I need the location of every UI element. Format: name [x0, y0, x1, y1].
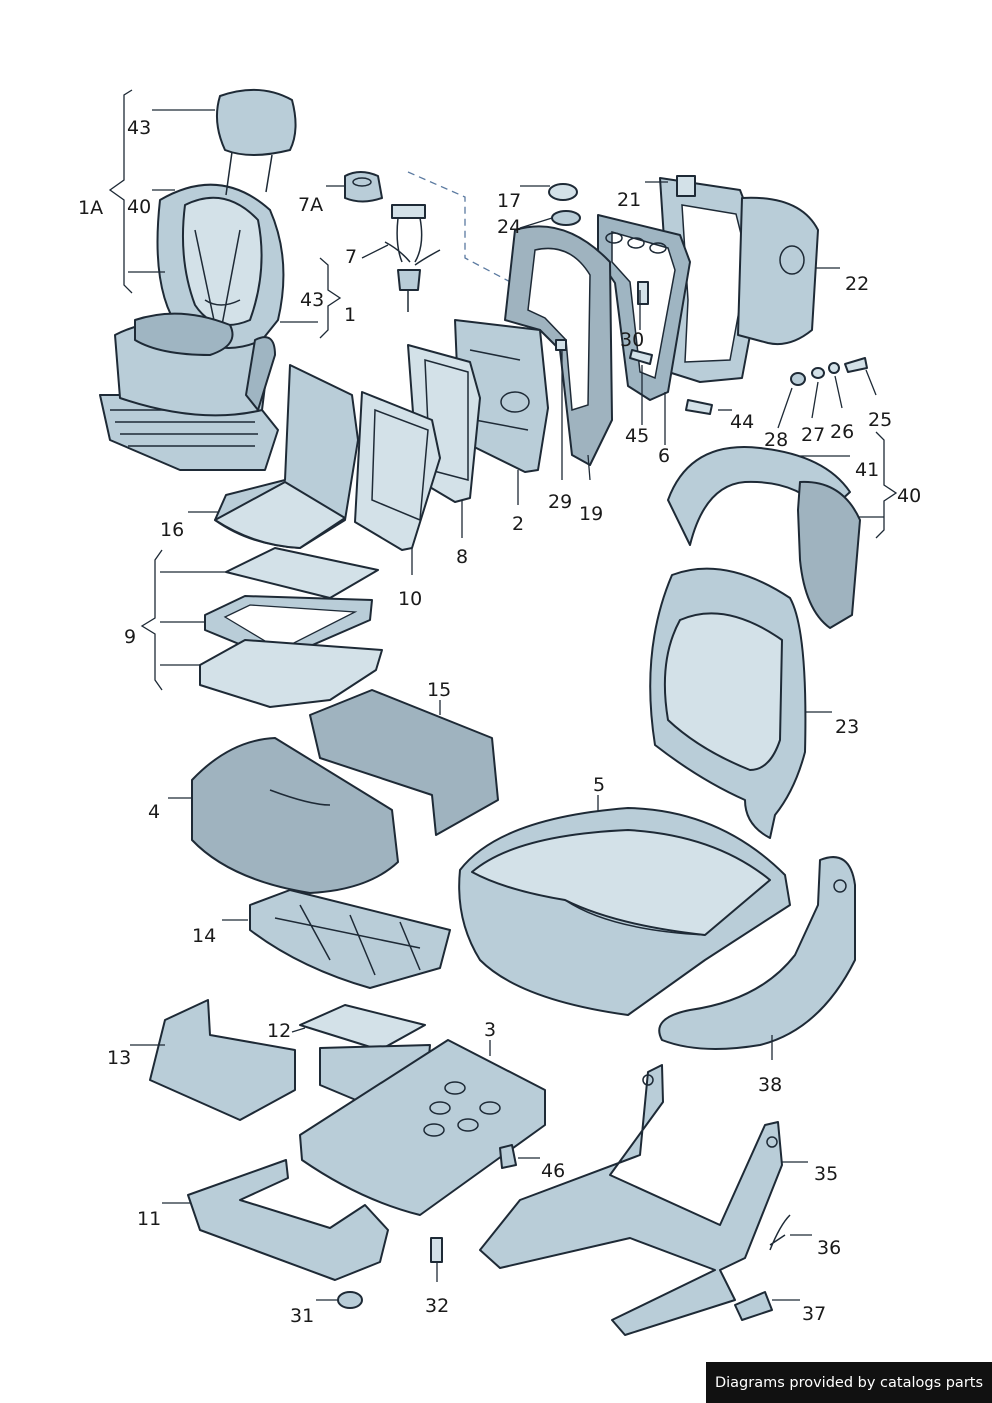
part-22-back-panel	[737, 196, 819, 346]
part-16-seat-cushion-cover	[214, 364, 359, 549]
part-44-bolt	[685, 399, 713, 415]
part-9-cushion-layers	[199, 547, 383, 708]
part-36-spring-clip	[769, 1214, 791, 1251]
label-40-child-seat: 40	[127, 196, 151, 218]
label-25: 25	[868, 409, 892, 431]
label-13: 13	[107, 1047, 131, 1069]
label-14: 14	[192, 925, 216, 947]
label-43-cover: 43	[300, 289, 324, 311]
credit-banner: Diagrams provided by catalogs parts	[706, 1362, 992, 1403]
label-41: 41	[855, 459, 879, 481]
part-11-front-trim	[187, 1159, 389, 1281]
label-35: 35	[814, 1163, 838, 1185]
label-38: 38	[758, 1074, 782, 1096]
part-15-lumbar-foam	[309, 689, 499, 836]
label-40-bolster: 40	[897, 485, 921, 507]
part-24-grommet	[551, 210, 581, 226]
leader-lines	[108, 89, 898, 1301]
label-37: 37	[802, 1303, 826, 1325]
part-17-cap	[548, 183, 578, 201]
part-35-seat-frame	[479, 1064, 783, 1336]
part-29-screw	[555, 339, 567, 351]
part-37-end-cap	[734, 1291, 773, 1321]
label-4: 4	[148, 801, 160, 823]
label-17: 17	[497, 190, 521, 212]
label-19: 19	[579, 503, 603, 525]
label-45: 45	[625, 425, 649, 447]
part-7-harness	[384, 204, 441, 312]
part-40-side-bolster	[667, 446, 851, 546]
part-27-washer	[811, 367, 825, 379]
part-32-bolt	[430, 1237, 443, 1263]
label-22: 22	[845, 273, 869, 295]
label-26: 26	[830, 421, 854, 443]
part-14-seat-support	[249, 889, 451, 989]
label-44: 44	[730, 411, 754, 433]
label-21: 21	[617, 189, 641, 211]
label-10: 10	[398, 588, 422, 610]
label-32: 32	[425, 1295, 449, 1317]
label-11: 11	[137, 1208, 161, 1230]
label-46: 46	[541, 1160, 565, 1182]
child-seat-assembly	[99, 88, 297, 471]
label-3: 3	[484, 1019, 496, 1041]
label-23: 23	[835, 716, 859, 738]
label-16: 16	[160, 519, 184, 541]
part-28-nut	[790, 372, 806, 386]
part-5-seat-cushion	[458, 807, 791, 1016]
part-23-backrest-cushion	[649, 567, 807, 839]
label-6: 6	[658, 445, 670, 467]
part-25-bolt	[844, 357, 868, 373]
label-30: 30	[620, 329, 644, 351]
part-31-nut	[337, 1291, 363, 1309]
label-7a: 7A	[298, 194, 323, 216]
part-41-bolster-foam	[797, 480, 861, 629]
label-1: 1	[344, 304, 356, 326]
part-46-clip	[499, 1144, 517, 1169]
label-29: 29	[548, 491, 572, 513]
label-36: 36	[817, 1237, 841, 1259]
label-1a: 1A	[78, 197, 103, 219]
label-8: 8	[456, 546, 468, 568]
label-27: 27	[801, 424, 825, 446]
label-28: 28	[764, 429, 788, 451]
part-2-backrest-shell	[454, 319, 549, 473]
label-2: 2	[512, 513, 524, 535]
part-7a-clip	[344, 171, 383, 203]
label-43-headrest: 43	[127, 117, 151, 139]
label-15: 15	[427, 679, 451, 701]
part-3-seat-tray	[299, 1039, 546, 1216]
label-5: 5	[593, 774, 605, 796]
label-9: 9	[124, 626, 136, 648]
part-38-side-cover	[658, 856, 856, 1050]
part-45-bolt	[629, 349, 653, 365]
part-13-side-panel	[149, 999, 296, 1121]
label-24: 24	[497, 216, 521, 238]
label-12: 12	[267, 1020, 291, 1042]
label-7: 7	[345, 246, 357, 268]
label-31: 31	[290, 1305, 314, 1327]
part-26-washer	[828, 362, 840, 374]
part-4-seat-foam	[191, 737, 399, 894]
